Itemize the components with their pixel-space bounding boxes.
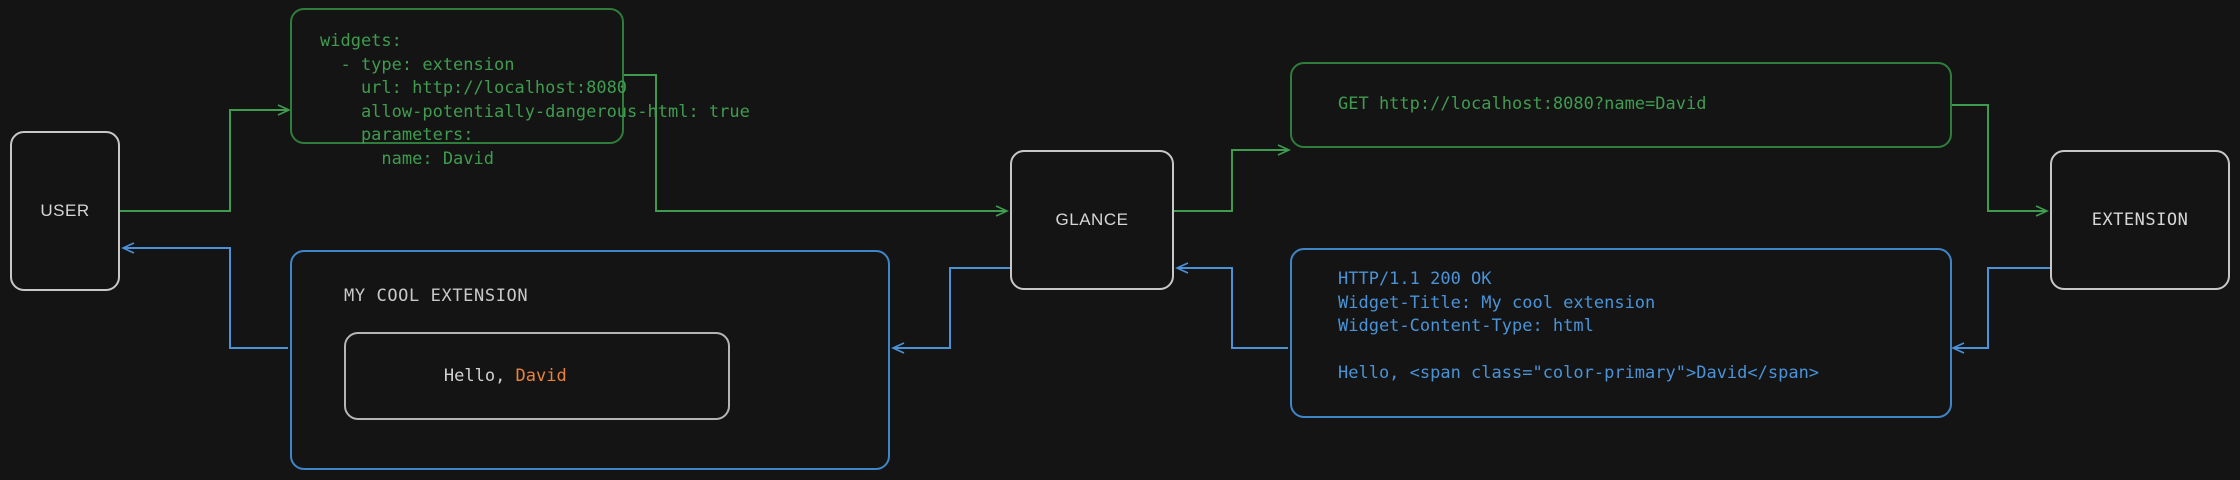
wire-config-to-glance [624,74,1009,217]
widget-accent-name: David [515,366,567,386]
wire-glance-to-request [1174,144,1291,212]
node-user[interactable]: USER [10,131,120,291]
panel-rendered-widget[interactable]: MY COOL EXTENSION Hello, David [290,250,890,470]
http-response-text: HTTP/1.1 200 OK Widget-Title: My cool ex… [1338,269,1820,383]
rendered-widget-title: MY COOL EXTENSION [344,286,529,306]
wire-extension-to-response [1951,267,2050,354]
wire-widget-to-user [121,242,288,349]
http-request-text: GET http://localhost:8080?name=David [1338,94,1707,115]
panel-config-yaml[interactable]: widgets: - type: extension url: http://l… [290,8,750,169]
wire-response-to-glance [1175,262,1288,349]
node-user-label: USER [40,201,90,220]
wire-request-to-extension [1952,104,2049,217]
rendered-widget-card: Hello, David [344,332,730,420]
widget-greeting-text: Hello, [443,366,516,386]
wire-user-to-config [120,104,291,212]
node-extension[interactable]: EXTENSION [2050,150,2230,290]
node-glance[interactable]: GLANCE [1010,150,1174,290]
rendered-widget-body: Hello, David [346,346,567,406]
node-glance-label: GLANCE [1055,210,1129,229]
node-extension-label: EXTENSION [2091,210,2189,230]
wire-glance-to-widget [891,267,1010,354]
panel-http-request[interactable]: GET http://localhost:8080?name=David [1290,62,1952,148]
config-yaml-text: widgets: - type: extension url: http://l… [320,31,750,169]
panel-http-response[interactable]: HTTP/1.1 200 OK Widget-Title: My cool ex… [1290,248,1952,418]
